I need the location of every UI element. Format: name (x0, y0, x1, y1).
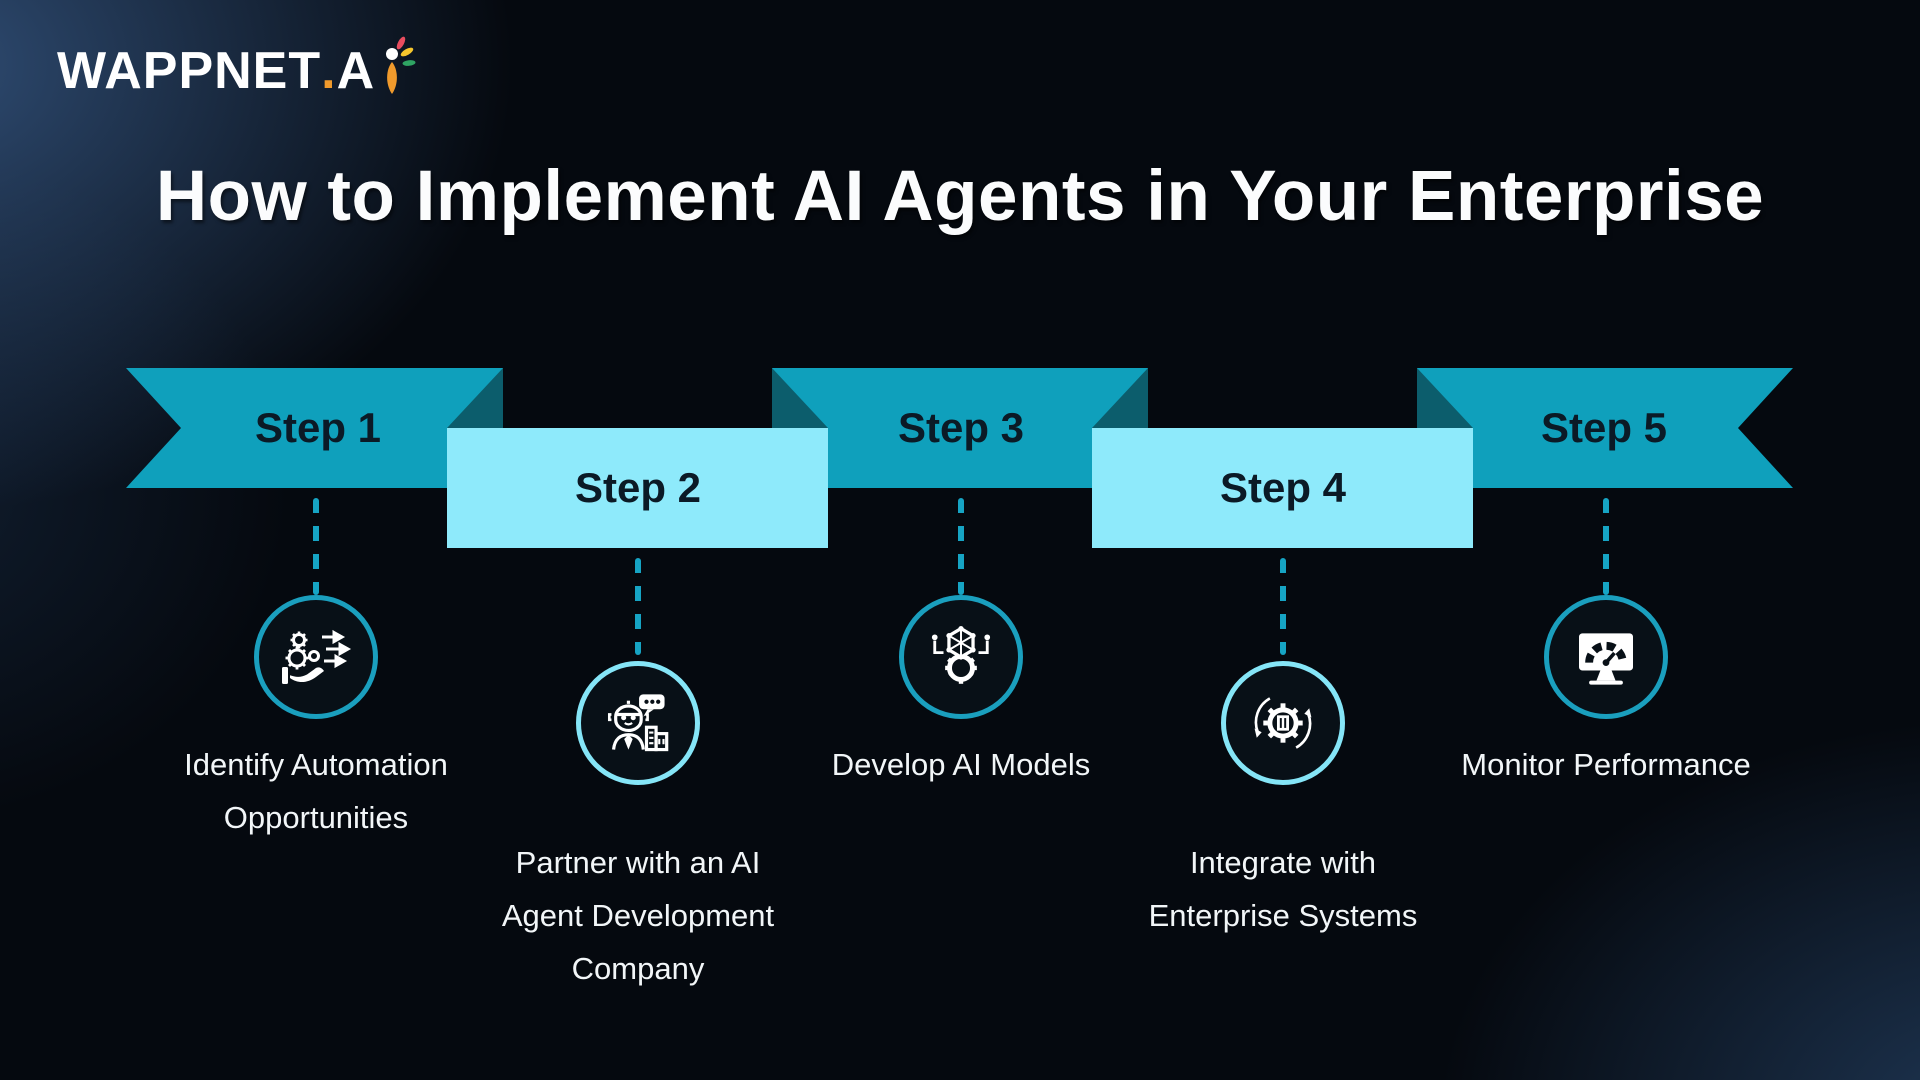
integration-sync-icon (1254, 697, 1312, 749)
step5-icon-circle (1544, 595, 1668, 719)
caption-line: Enterprise Systems (1148, 898, 1418, 933)
brand-dot: . (321, 42, 337, 100)
step2-label: Step 2 (574, 464, 702, 511)
step3-icon-circle (899, 595, 1023, 719)
step1-icon-circle (254, 595, 378, 719)
ai-model-gear-icon (931, 625, 991, 684)
step2-caption: Partner with an AI Agent Development Com… (418, 836, 858, 995)
step1-ribbon (126, 368, 503, 493)
caption-line: Monitor Performance (1461, 747, 1751, 782)
step4-label: Step 4 (1219, 464, 1347, 511)
brand-logo: WAPPNET.A (57, 36, 417, 102)
caption-line: Identify Automation (184, 747, 448, 782)
step5-label: Step 5 (1540, 404, 1668, 451)
automation-gears-hand-icon (282, 629, 352, 684)
step1-fold (447, 368, 503, 428)
step3-left-fold (772, 368, 828, 428)
caption-line: Develop AI Models (831, 747, 1091, 782)
step5-ribbon (1417, 368, 1793, 493)
step4-box (1092, 428, 1473, 548)
caption-line: Company (571, 951, 705, 986)
caption-line: Partner with an AI (515, 845, 761, 880)
step3-label: Step 3 (897, 404, 1025, 451)
spark-i-icon (386, 36, 416, 94)
step3-caption: Develop AI Models (731, 738, 1191, 791)
caption-line: Opportunities (223, 800, 409, 835)
step3-right-fold (1092, 368, 1148, 428)
step4-caption: Integrate with Enterprise Systems (1063, 836, 1503, 942)
step1-caption: Identify Automation Opportunities (96, 738, 536, 844)
step3-ribbon (772, 368, 1148, 493)
step1-connector (313, 498, 319, 595)
robot-partner-icon (607, 694, 669, 752)
caption-line: Integrate with (1189, 845, 1377, 880)
caption-line: Agent Development (501, 898, 775, 933)
step5-caption: Monitor Performance (1376, 738, 1836, 791)
step2-icon-circle (576, 661, 700, 785)
step5-connector (1603, 498, 1609, 595)
step1-label: Step 1 (254, 404, 382, 451)
step2-box (447, 428, 828, 548)
brand-word: WAPPNET (57, 42, 322, 100)
performance-monitor-icon (1579, 633, 1633, 685)
step4-connector (1280, 558, 1286, 655)
brand-suffix: A (336, 42, 376, 100)
step5-fold (1417, 368, 1473, 428)
step2-connector (635, 558, 641, 655)
page-title: How to Implement AI Agents in Your Enter… (155, 157, 1765, 236)
step3-connector (958, 498, 964, 595)
step4-icon-circle (1221, 661, 1345, 785)
